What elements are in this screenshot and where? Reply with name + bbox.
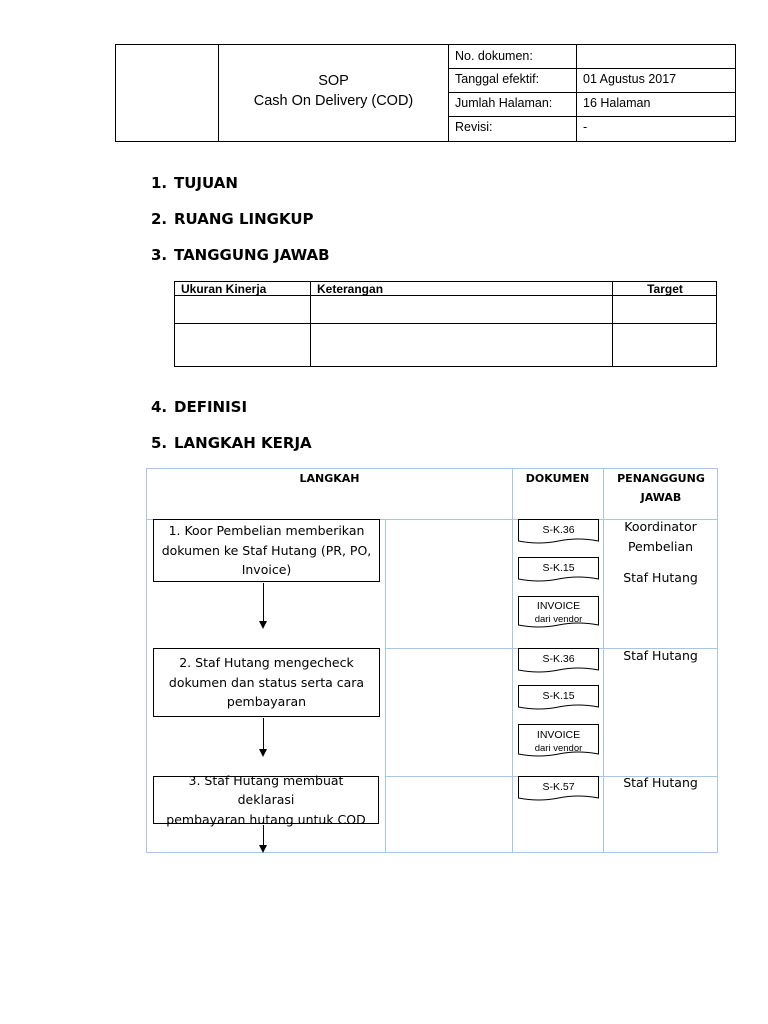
column-header-penanggung-line1: PENANGGUNG [617,472,705,485]
document-label: S-K.15 [542,690,575,702]
penanggung-jawab-staf-hutang: Staf Hutang [603,773,718,793]
section-heading-tanggung-jawab: 3. TANGGUNG JAWAB [151,246,330,264]
step-text-line: dokumen dan status serta cara [168,674,365,690]
document-shape-icon [518,724,599,757]
document-title-line1: SOP [318,73,349,89]
pj-text-line: Staf Hutang [623,648,698,663]
flow-arrow-line [263,718,264,750]
pj-text-line: Pembelian [627,538,694,554]
header-divider [448,45,449,141]
table-column-divider [612,282,613,366]
header-row-divider [448,92,735,93]
step-text-line: 3. Staf Hutang membuat deklarasi [188,772,344,808]
document-sublabel: dari vendor [534,614,583,625]
header-divider [218,45,219,141]
document-label: S-K.57 [542,781,575,793]
flow-arrow-head [259,845,267,853]
flow-arrow-line [263,583,264,622]
flow-step-1: 1. Koor Pembelian memberikan dokumen ke … [153,519,380,582]
document-title-line2: Cash On Delivery (COD) [253,93,414,109]
document-label: INVOICE [536,729,581,741]
document-sublabel: dari vendor [534,743,583,754]
section-heading-langkah-kerja: 5. LANGKAH KERJA [151,434,312,452]
header-value-revisi: - [583,120,588,134]
header-row-divider [448,116,735,117]
section-number: 5. [151,434,168,452]
penanggung-jawab-staf-hutang: Staf Hutang [603,568,718,588]
document-symbol-s-k-36: S-K.36 [518,519,599,546]
section-heading-ruang-lingkup: 2. RUANG LINGKUP [151,210,314,228]
document-header-table: SOP Cash On Delivery (COD) No. dokumen: … [115,44,736,142]
document-label: INVOICE [536,600,581,612]
flow-arrow-head [259,621,267,629]
pj-text-line: Staf Hutang [623,775,698,790]
header-label-tanggal-efektif: Tanggal efektif: [455,72,540,86]
section-number: 1. [151,174,168,192]
table-column-divider [603,469,604,852]
section-title: DEFINISI [174,398,248,416]
step-text-line: pembayaran [226,694,307,710]
column-header-dokumen: DOKUMEN [525,472,590,485]
header-value-jumlah-halaman: 16 Halaman [583,96,651,110]
column-header-ukuran-kinerja: Ukuran Kinerja [181,282,267,296]
section-title: TUJUAN [174,174,238,192]
header-label-revisi: Revisi: [455,120,493,134]
table-column-divider [512,469,513,852]
section-title: RUANG LINGKUP [174,210,314,228]
section-heading-definisi: 4. DEFINISI [151,398,247,416]
flow-step-2: 2. Staf Hutang mengecheck dokumen dan st… [153,648,380,717]
step-text-line: 1. Koor Pembelian memberikan [168,523,365,539]
step-text-line: 2. Staf Hutang mengecheck [179,655,354,671]
document-symbol-invoice: INVOICE dari vendor [518,724,599,760]
table-column-divider [310,282,311,366]
header-label-jumlah-halaman: Jumlah Halaman: [455,96,553,110]
flow-arrow-head [259,749,267,757]
section-number: 3. [151,246,168,264]
document-label: S-K.15 [542,562,575,574]
document-shape-icon [518,596,599,628]
document-label: S-K.36 [542,653,575,665]
step-text-line: pembayaran hutang untuk COD [166,811,366,827]
table-row-divider [175,323,716,324]
section-title: LANGKAH KERJA [174,434,312,452]
header-divider [576,45,577,141]
penanggung-jawab-staf-hutang: Staf Hutang [603,646,718,666]
document-symbol-invoice: INVOICE dari vendor [518,596,599,631]
document-shape-icon [518,685,599,710]
step-text-line: Invoice) [241,562,292,578]
document-title: SOP Cash On Delivery (COD) [219,71,448,111]
table-row-divider [147,519,717,520]
flow-step-3: 3. Staf Hutang membuat deklarasi pembaya… [153,773,379,827]
table-row-divider [175,295,716,296]
flow-arrow-line [263,825,264,846]
document-symbol-s-k-36: S-K.36 [518,648,599,675]
document-shape-icon [518,648,599,673]
penanggung-jawab-koordinator-pembelian: Koordinator Pembelian [603,517,718,556]
document-symbol-s-k-15: S-K.15 [518,685,599,712]
pj-text-line: Staf Hutang [623,570,698,585]
section-number: 4. [151,398,168,416]
column-header-penanggung-jawab: PENANGGUNG JAWAB [603,469,719,507]
section-number: 2. [151,210,168,228]
document-label: S-K.36 [542,524,575,536]
column-header-keterangan: Keterangan [317,282,384,296]
table-column-divider [385,519,386,852]
document-symbol-s-k-15: S-K.15 [518,557,599,584]
step-text-line: dokumen ke Staf Hutang (PR, PO, [161,542,372,558]
document-shape-icon [518,519,599,544]
header-value-tanggal-efektif: 01 Agustus 2017 [583,72,677,86]
column-header-target: Target [647,282,683,296]
header-label-no-dokumen: No. dokumen: [455,49,533,63]
section-title: TANGGUNG JAWAB [174,246,330,264]
header-row-divider [448,68,735,69]
pj-text-line: Koordinator [624,519,697,534]
tanggung-jawab-table: Ukuran Kinerja Keterangan Target [174,281,717,367]
column-header-langkah: LANGKAH [299,472,360,485]
column-header-penanggung-line2: JAWAB [640,491,682,504]
document-symbol-s-k-57: S-K.57 [518,776,599,803]
section-heading-tujuan: 1. TUJUAN [151,174,238,192]
document-shape-icon [518,557,599,582]
document-shape-icon [518,776,599,801]
